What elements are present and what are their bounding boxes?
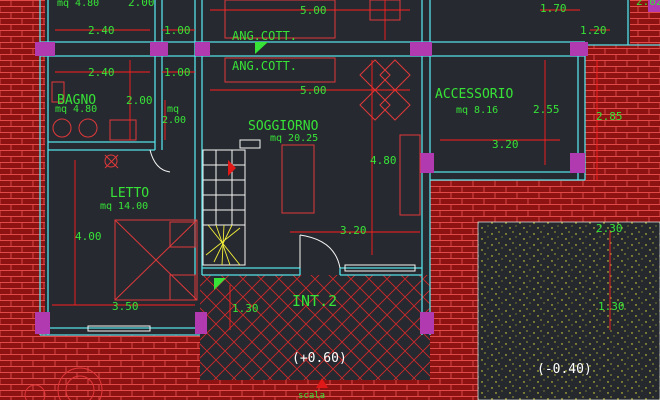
corridor-mq-label: mq [167, 104, 179, 115]
stair-arrow-icon [228, 160, 236, 176]
dim-text: 1.00 [164, 24, 191, 37]
furniture [24, 0, 421, 400]
dim-text: 1.30 [232, 302, 259, 315]
dim-text: 2.02 [636, 0, 660, 8]
level-exterior: (-0.40) [537, 362, 592, 377]
dim-text: 1.70 [540, 2, 567, 15]
dim-text: 1.00 [164, 66, 191, 79]
room-name-bagno: BAGNO [57, 93, 96, 108]
dimension-lines [52, 0, 611, 330]
dim-text: 2.00 [126, 94, 153, 107]
dim-text: 2.00 [128, 0, 155, 9]
room-area-soggiorno: mq 20.25 [270, 133, 318, 144]
ground-hatch [478, 222, 660, 400]
dim-text: 2.85 [596, 110, 623, 123]
dim-text: 5.00 [300, 4, 327, 17]
doors [87, 139, 416, 332]
scala-label: scala [298, 391, 325, 400]
dim-text: 3.20 [492, 138, 519, 151]
room-name-soggiorno: SOGGIORNO [248, 119, 319, 134]
corner-marker-icon [255, 42, 268, 54]
dim-text: 5.00 [300, 84, 327, 97]
columns [35, 0, 660, 334]
dim-text: 2.30 [596, 222, 623, 235]
room-name-letto: LETTO [110, 186, 149, 201]
level-interior: (+0.60) [292, 351, 347, 366]
room-name-ang-cott-lower: ANG.COTT. [232, 59, 297, 73]
dim-text: 2.40 [88, 66, 115, 79]
room-name-accessorio: ACCESSORIO [435, 87, 513, 102]
room-area-bagno: mq 4.80 [55, 104, 97, 115]
dim-text: 2.40 [88, 24, 115, 37]
room-area-accessorio: mq 8.16 [456, 105, 498, 116]
dim-text: 3.20 [340, 224, 367, 237]
top-area-label: mq 4.80 [57, 0, 99, 9]
entry-arrow-icon [316, 378, 328, 388]
dim-text: 4.80 [370, 154, 397, 167]
dim-text: 3.50 [112, 300, 139, 313]
corridor-value-label: 2.00 [162, 115, 186, 126]
room-name-int2: INT.2 [292, 292, 337, 310]
dim-text: 1.20 [580, 24, 607, 37]
landing-hatch [200, 275, 430, 380]
dim-text: 1.30 [598, 300, 625, 313]
dim-text: 2.55 [533, 103, 560, 116]
room-name-ang-cott-upper: ANG.COTT. [232, 29, 297, 43]
room-area-letto: mq 14.00 [100, 201, 148, 212]
dim-text: 4.00 [75, 230, 102, 243]
